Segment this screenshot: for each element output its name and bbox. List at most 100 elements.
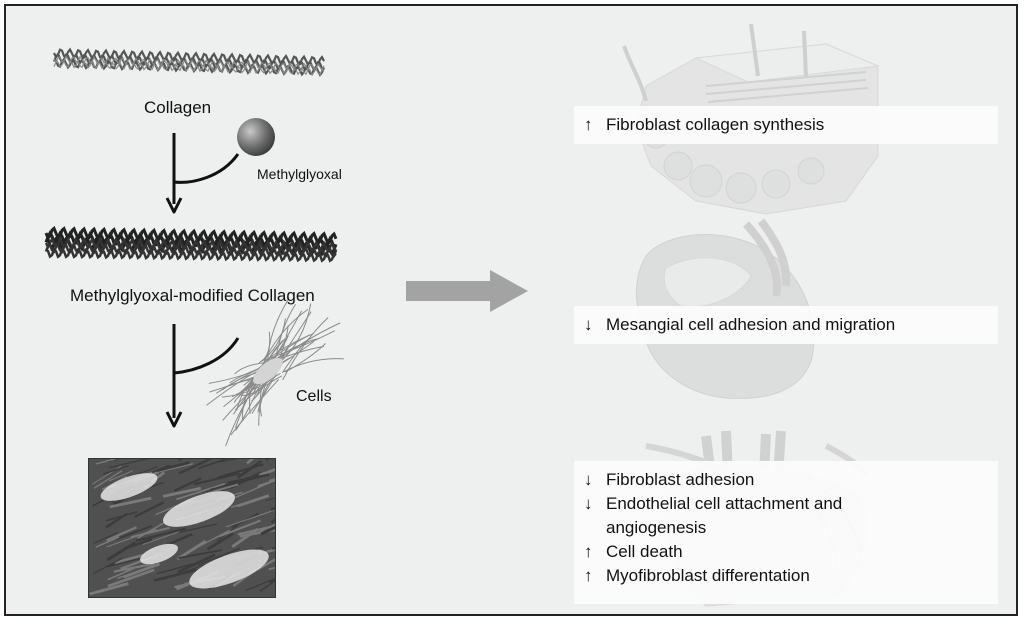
cell-body [253,357,283,385]
fiber [115,524,153,541]
fiber [89,582,129,596]
heart-effects-panel: ↓ Fibroblast adhesion ↓ Endothelial cell a… [574,461,998,604]
cell-cluster [100,473,158,501]
fiber [102,465,129,475]
fiber [106,526,137,542]
helix-strand [53,47,325,67]
fiber [109,496,152,509]
effect-text: Endothelial cell attachment and [606,494,843,513]
fiber [230,497,261,509]
micrograph-image [88,442,317,598]
fiber [93,531,119,544]
fiber [176,539,207,561]
arrow-icon: ↓ [584,470,593,489]
fiber [117,565,151,580]
effect-row: ↑ Fibroblast collagen synthesis [584,113,990,137]
effect-row-continuation: angiogenesis [584,516,990,540]
arrow-icon: ↓ [584,315,593,334]
fibroblast-cell-icon [206,298,344,447]
fiber [237,459,263,479]
cell-process [258,379,273,426]
effect-row: ↓ Mesangial cell adhesion and migration [584,313,990,337]
fiber [178,549,223,560]
collagen-triple-helix-icon [52,47,326,77]
fiber [178,456,214,475]
fiber [156,461,190,472]
fiber [108,470,133,482]
fiber [227,473,270,485]
effect-row: ↑ Cell death [584,540,990,564]
cell-process [284,343,326,373]
cell-cluster [189,549,269,589]
fiber [108,456,154,469]
effect-text: angiogenesis [606,518,707,537]
figure-frame: Collagen Methylglyoxal Methylglyoxal-mod… [4,4,1018,616]
cell-cluster [140,543,178,565]
flow-arrow-1 [165,133,240,214]
modified-collagen-helix-icon [44,225,338,263]
fiber [176,482,226,501]
fiber [162,486,202,498]
helix-strand [53,55,325,72]
fiber [245,577,278,592]
kidney-effects-panel: ↓ Mesangial cell adhesion and migration [574,306,998,344]
fiber [194,472,240,486]
collagen-label: Collagen [144,98,212,117]
effect-row: ↓ Fibroblast adhesion [584,468,990,492]
fiber [93,557,123,575]
effect-text: Myofibroblast differentation [606,566,810,585]
arrow-icon: ↓ [584,494,593,513]
big-right-arrow [406,270,528,312]
fiber [107,567,135,581]
fiber [142,531,180,545]
cells-label: Cells [296,388,332,405]
fiber [134,501,165,518]
cell-process [216,369,257,394]
fiber [93,470,123,489]
fiber [136,520,168,540]
methylglyoxal-label: Methylglyoxal [257,166,342,182]
arrow-icon: ↑ [584,566,593,585]
effect-text: Cell death [606,542,683,561]
skin-effects-panel: ↑ Fibroblast collagen synthesis [574,106,998,144]
cell-process [261,333,314,365]
arrow-icon: ↑ [584,115,593,134]
fiber [176,523,218,534]
fiber [156,563,193,575]
cell-process [282,317,329,381]
cell-process [256,372,281,396]
fiber [107,568,155,588]
fiber [217,463,264,479]
cell-process [260,308,309,369]
fiber [177,553,216,574]
fiber [95,536,120,548]
fiber [231,527,259,548]
fiber [198,547,241,566]
cell-cluster [163,491,235,527]
fiber [105,512,128,529]
fiber [173,477,202,492]
flow-arrow-2 [165,324,240,428]
fiber [114,553,146,565]
cell-process [230,379,279,436]
fiber [225,509,275,528]
effect-row: ↑ Myofibroblast differentation [584,564,990,588]
fiber [153,568,197,582]
arrow-icon: ↑ [584,542,593,561]
effect-row: ↓ Endothelial cell attachment and [584,492,990,516]
fiber [198,457,227,470]
effect-text: Fibroblast adhesion [606,470,755,489]
fiber [219,519,261,538]
cell-process [283,358,344,373]
fiber [123,562,161,579]
effect-text: Fibroblast collagen synthesis [606,115,825,134]
effect-text: Mesangial cell adhesion and migration [606,315,896,334]
helix-strand [53,60,325,76]
cell-process [277,303,312,365]
modified-collagen-label: Methylglyoxal-modified Collagen [70,286,315,305]
fiber [135,527,186,542]
helix-strand [45,247,337,263]
fiber [152,463,194,475]
sphere-molecule-icon [237,118,275,156]
fiber [123,538,153,550]
